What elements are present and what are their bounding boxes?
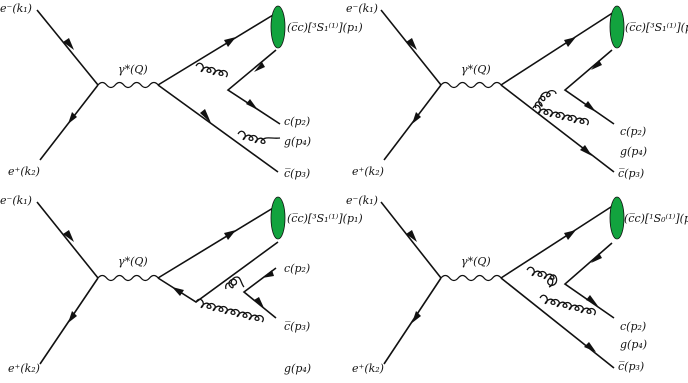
photon-propagator [97, 81, 159, 89]
electron-label: e⁻(k₁) [0, 194, 32, 207]
charm-line [226, 49, 281, 125]
positron-label: e⁺(k₂) [8, 362, 40, 375]
positron-label: e⁺(k₂) [352, 362, 384, 375]
gluon-emitted [532, 104, 589, 126]
gluon-internal [534, 89, 557, 109]
gluon-emitted [539, 294, 596, 316]
diagram-4: e⁻(k₁) e⁺(k₂) γ*(Q) (c̅c)[¹S₀⁽¹⁾](p₁) c(… [346, 194, 688, 375]
quark-arrow-lower [580, 145, 592, 156]
gluon-emitted [195, 298, 264, 323]
bound-state-label: (c̅c)[³S₁⁽¹⁾](p₁) [287, 212, 363, 225]
gluon-label: g(p₄) [620, 338, 647, 351]
positron-arrow [68, 311, 77, 323]
charm-arrow-out [246, 99, 258, 110]
quark-arrow-upper [224, 37, 236, 47]
electron-arrow [406, 230, 417, 242]
charm-line [563, 242, 615, 319]
quark-arrow-upper [564, 230, 576, 240]
anticharm-label: c̅(p₃) [284, 320, 310, 333]
electron-arrow [63, 38, 74, 50]
charm-arrow-in [591, 253, 602, 263]
charm-label: c(p₂) [620, 320, 646, 333]
positron-line [383, 277, 442, 365]
photon-label: γ*(Q) [461, 63, 491, 76]
photon-label: γ*(Q) [118, 255, 148, 268]
quark-line-lower [157, 84, 279, 173]
positron-arrow [68, 112, 77, 124]
positron-arrow [412, 311, 421, 323]
photon-label: γ*(Q) [118, 63, 148, 76]
charm-arrow-in [254, 62, 265, 72]
electron-label: e⁻(k₁) [346, 194, 378, 207]
quark-arrow-upper [224, 230, 236, 240]
bound-state-blob [270, 5, 286, 49]
quark-line-lower [500, 277, 615, 369]
electron-line [380, 9, 442, 86]
photon-propagator [440, 274, 502, 282]
positron-label: e⁺(k₂) [8, 165, 40, 178]
charm-line [563, 49, 615, 125]
charm-arrow-out [584, 101, 596, 112]
gluon-internal [225, 276, 245, 290]
anticharm-label: c̅(p₃) [284, 167, 310, 180]
photon-propagator [97, 274, 159, 282]
positron-arrow [412, 112, 421, 124]
quark-line-upper [157, 11, 279, 86]
electron-label: e⁻(k₁) [346, 2, 378, 15]
diagram-3: e⁻(k₁) e⁺(k₂) γ*(Q) (c̅c)[³S₁⁽¹⁾](p₁) c(… [0, 194, 363, 375]
photon-propagator [440, 81, 502, 89]
charm-label: c(p₂) [284, 115, 310, 128]
quark-line-upper [157, 204, 279, 279]
charm-label: c(p₂) [620, 125, 646, 138]
quark-arrow-lower [200, 109, 211, 123]
charm-arrow-in [591, 60, 602, 70]
electron-arrow [406, 38, 417, 50]
bound-state-blob [270, 196, 286, 240]
bound-state-label: (c̅c)[¹S₀⁽¹⁾](p₁) [624, 212, 688, 225]
gluon-label: g(p₄) [620, 145, 647, 158]
gluon-internal [195, 62, 228, 78]
photon-label: γ*(Q) [461, 255, 491, 268]
electron-arrow [63, 230, 74, 242]
charm-label: c(p₂) [284, 262, 310, 275]
quark-line-upper [500, 204, 615, 279]
anticharm-label: c̅(p₃) [618, 167, 644, 180]
electron-line [36, 9, 99, 86]
charm-arrow-in [262, 270, 274, 278]
quark-line-lower [157, 241, 279, 303]
bound-state-label: (c̅c)[³S₁⁽¹⁾](p₁) [287, 21, 363, 34]
positron-label: e⁺(k₂) [352, 165, 384, 178]
quark-arrow-lower [584, 342, 596, 352]
gluon-label: g(p₄) [284, 362, 311, 375]
charm-arrow-out [254, 297, 264, 308]
gluon-internal [526, 266, 558, 288]
quark-arrow-lower [172, 287, 184, 296]
bound-state-label: (c̅c)[³S₁⁽¹⁾](p₁) [625, 21, 688, 34]
diagram-2: e⁻(k₁) e⁺(k₂) γ*(Q) (c̅c)[³S₁⁽¹⁾](p₁) c(… [346, 2, 688, 180]
electron-line [36, 201, 99, 279]
diagram-1: e⁻(k₁) e⁺(k₂) γ*(Q) (c̅c)[³S₁⁽¹⁾](p₁) c(… [0, 2, 363, 180]
quark-line-lower [500, 84, 615, 173]
charm-arrow-out [586, 295, 598, 306]
anticharm-label: c̅(p₃) [618, 360, 644, 373]
gluon-label: g(p₄) [284, 135, 311, 148]
quark-line-upper [500, 11, 615, 86]
bound-state-blob [609, 5, 625, 49]
electron-label: e⁻(k₁) [0, 2, 32, 15]
bound-state-blob [609, 196, 625, 240]
gluon-emitted [237, 130, 281, 145]
electron-line [380, 201, 442, 279]
quark-arrow-upper [564, 37, 576, 47]
